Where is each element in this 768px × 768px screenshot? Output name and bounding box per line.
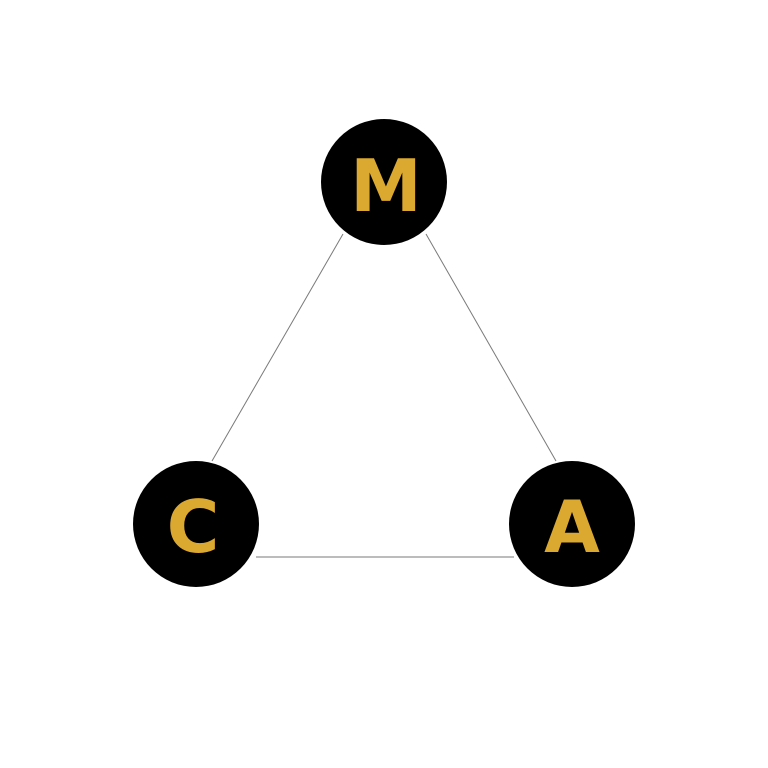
node-a: A [509,461,635,587]
node-m-label: M [350,144,422,228]
edges [211,233,557,558]
node-c: C [133,461,259,587]
edge-m-c [211,233,344,462]
node-c-circle [133,461,259,587]
node-a-label: A [544,485,600,569]
node-c-label: C [167,485,220,569]
edge-m-a [425,233,557,462]
node-a-circle [509,461,635,587]
node-m: M [321,119,447,245]
node-m-circle [321,119,447,245]
